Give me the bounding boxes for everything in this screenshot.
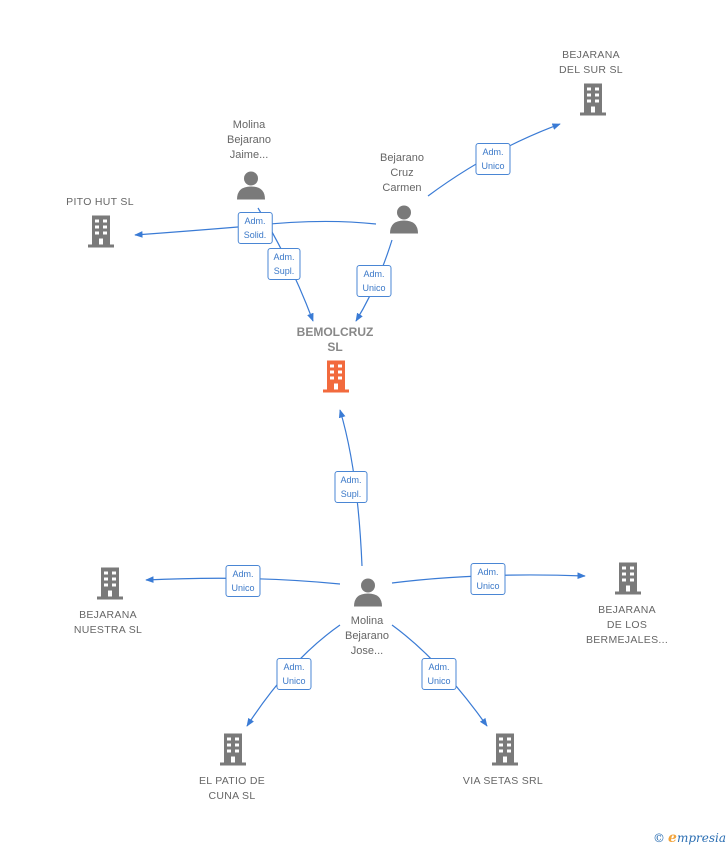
- node-label-bejarana-del-sur[interactable]: BEJARANA DEL SUR SL: [559, 49, 623, 76]
- edge-label: Adm. Unico: [421, 658, 457, 690]
- building-icon[interactable]: [95, 566, 125, 605]
- building-icon[interactable]: [218, 732, 248, 771]
- person-icon[interactable]: [389, 204, 419, 239]
- edge-label: Adm. Supl.: [267, 248, 301, 280]
- node-label-via-setas[interactable]: VIA SETAS SRL: [462, 775, 544, 787]
- node-label-bejarana-nuestra[interactable]: BEJARANA NUESTRA SL: [73, 609, 143, 636]
- brand-initial: e: [668, 830, 677, 846]
- edge-label: Adm. Unico: [356, 265, 392, 297]
- node-label-bemolcruz[interactable]: BEMOLCRUZ SL: [296, 325, 374, 354]
- node-label-molina-jose[interactable]: Molina Bejarano Jose...: [344, 615, 390, 657]
- focus-building-icon[interactable]: [321, 359, 351, 398]
- edge-label: Adm. Unico: [225, 565, 261, 597]
- empresia-logo[interactable]: ©empresia: [653, 830, 726, 846]
- edge-label: Adm. Supl.: [334, 471, 368, 503]
- edge-label: Adm. Unico: [475, 143, 511, 175]
- node-label-el-patio[interactable]: EL PATIO DE CUNA SL: [198, 775, 266, 802]
- building-icon[interactable]: [490, 732, 520, 771]
- node-label-molina-jaime[interactable]: Molina Bejarano Jaime...: [226, 119, 272, 161]
- person-icon[interactable]: [236, 170, 266, 205]
- brand-name: mpresia: [676, 831, 726, 845]
- building-icon[interactable]: [86, 214, 116, 253]
- edge-label: Adm. Unico: [276, 658, 312, 690]
- building-icon[interactable]: [578, 82, 608, 121]
- node-label-bejarano-cruz[interactable]: Bejarano Cruz Carmen: [379, 152, 425, 194]
- node-label-bejarana-bermejales[interactable]: BEJARANA DE LOS BERMEJALES...: [585, 604, 669, 646]
- building-icon[interactable]: [613, 561, 643, 600]
- node-label-pito-hut[interactable]: PITO HUT SL: [66, 196, 134, 208]
- edge-label: Adm. Unico: [470, 563, 506, 595]
- edge-label: Adm. Solid.: [237, 212, 273, 244]
- person-icon[interactable]: [353, 577, 383, 612]
- copyright-icon: ©: [653, 831, 666, 845]
